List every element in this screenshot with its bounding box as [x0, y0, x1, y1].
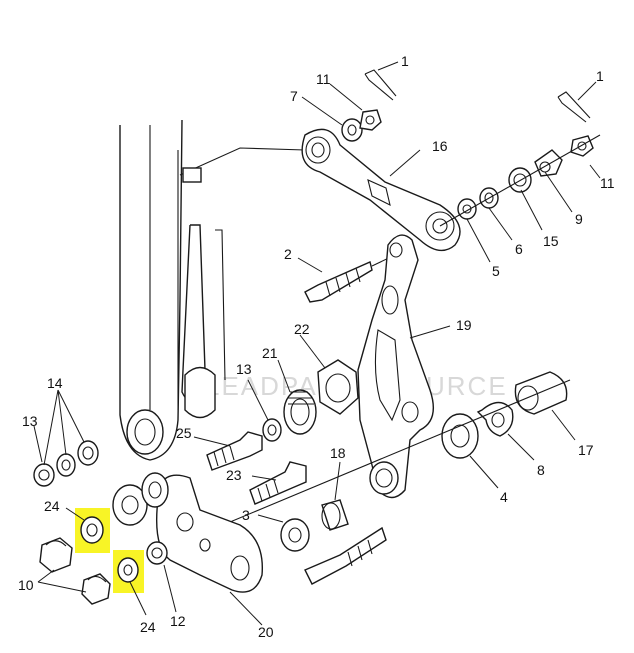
- callout-2: 2: [284, 246, 292, 262]
- callout-22: 22: [294, 321, 310, 337]
- callout-1-upper: 1: [401, 53, 409, 69]
- callout-23: 23: [226, 467, 242, 483]
- callout-12: 12: [170, 613, 186, 629]
- callout-4: 4: [500, 489, 508, 505]
- bolt-25: [206, 431, 263, 471]
- callout-10: 10: [18, 577, 34, 593]
- washer-3: [280, 518, 310, 552]
- callout-5: 5: [492, 263, 500, 279]
- callout-16: 16: [432, 138, 448, 154]
- callout-21: 21: [262, 345, 278, 361]
- pin-bolt: [304, 526, 387, 585]
- washer-24-upper: [80, 516, 104, 544]
- callout-7: 7: [290, 88, 298, 104]
- callout-13-upper: 13: [236, 361, 252, 377]
- callout-labels: 1 1 2 3 4 5 6 7 8 9 10 11 11 12 13 13 14…: [18, 53, 615, 640]
- left-washer-stack: [33, 440, 169, 526]
- callout-8: 8: [537, 462, 545, 478]
- axis-line: [174, 379, 571, 546]
- callout-6: 6: [515, 241, 523, 257]
- bolt-2: [304, 254, 396, 303]
- bolt-23: [249, 461, 307, 505]
- bracket-20: [156, 474, 264, 593]
- washer-13-upper: [262, 418, 282, 442]
- callout-15: 15: [543, 233, 559, 249]
- callout-11-upper: 11: [316, 71, 331, 87]
- acorn-nut-10-lower: [81, 573, 111, 605]
- callout-14: 14: [47, 375, 63, 391]
- callout-9: 9: [575, 211, 583, 227]
- callout-11-right: 11: [600, 175, 615, 191]
- bushing-17: [514, 371, 568, 415]
- acorn-nut-10-upper: [39, 537, 73, 573]
- main-arm-bracket: [119, 119, 226, 461]
- bushing-12: [146, 541, 168, 565]
- link-rod-16: [179, 128, 461, 252]
- callout-13-left: 13: [22, 413, 38, 429]
- callout-18: 18: [330, 445, 346, 461]
- callout-25: 25: [176, 425, 192, 441]
- lever-19: [357, 234, 434, 499]
- threaded-sleeve-21: [283, 389, 317, 435]
- callout-20: 20: [258, 624, 274, 640]
- washer-4: [441, 413, 479, 459]
- clip-8: [476, 401, 514, 437]
- callout-24-upper: 24: [44, 498, 60, 514]
- callout-17: 17: [578, 442, 594, 458]
- hardware-top: [341, 69, 601, 227]
- callout-1-right: 1: [596, 68, 604, 84]
- callout-24-lower: 24: [140, 619, 156, 635]
- bushing-18: [321, 499, 349, 531]
- callout-19: 19: [456, 317, 472, 333]
- washer-24-lower: [117, 557, 139, 583]
- nut-22: [317, 359, 359, 415]
- callout-3: 3: [242, 507, 250, 523]
- leader-lines: [33, 61, 601, 626]
